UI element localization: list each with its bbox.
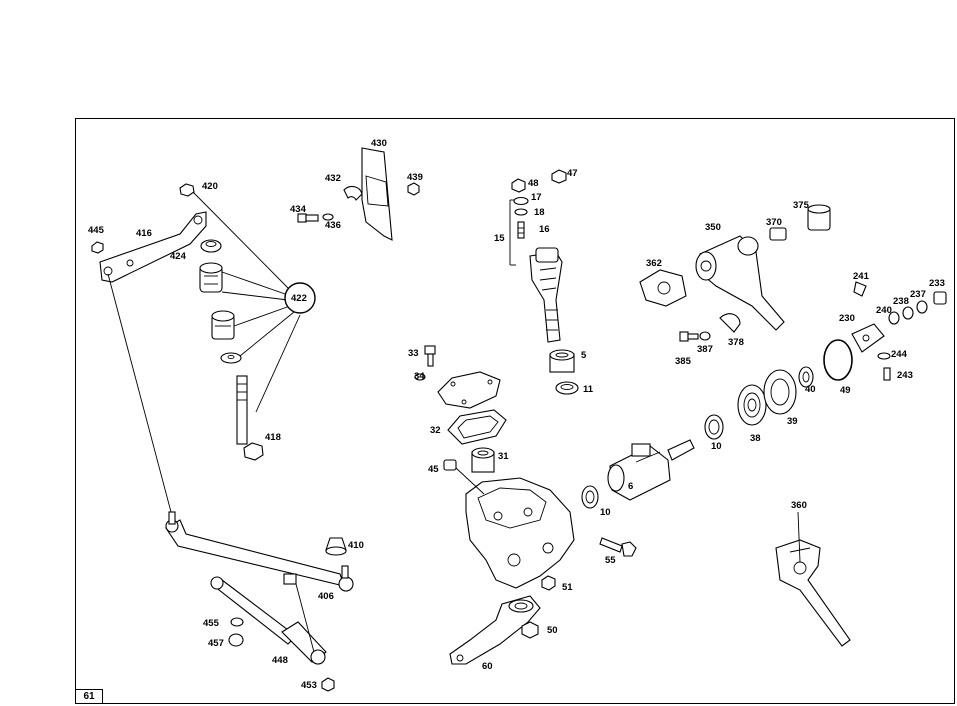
part-label-387: 387: [697, 344, 713, 355]
part-label-448: 448: [272, 655, 288, 666]
diagram-frame: [75, 118, 955, 704]
part-label-375: 375: [793, 200, 810, 211]
part-label-240: 240: [876, 305, 892, 316]
part-label-378: 378: [728, 337, 744, 348]
part-labels: 420 445 416 424 422 418 430 432 439 434 436 48 47 17 1…: [88, 138, 945, 691]
part-label-38: 38: [750, 433, 761, 444]
part-label-49: 49: [840, 385, 851, 396]
idler-arm-group: [91, 183, 316, 513]
part-label-34: 34: [414, 371, 425, 382]
part-label-18: 18: [534, 207, 545, 218]
part-label-31: 31: [498, 451, 509, 462]
part-label-50: 50: [547, 625, 558, 636]
part-label-10-b: 10: [711, 441, 722, 452]
part-label-48: 48: [528, 178, 539, 189]
part-label-457: 457: [208, 638, 224, 649]
part-label-10: 10: [600, 507, 611, 518]
part-label-238: 238: [893, 296, 909, 307]
part-label-420: 420: [202, 181, 218, 192]
part-label-424: 424: [170, 251, 187, 262]
part-label-243: 243: [897, 370, 913, 381]
part-label-45: 45: [428, 464, 439, 475]
part-label-230: 230: [839, 313, 855, 324]
part-label-453: 453: [301, 680, 317, 691]
part-label-51: 51: [562, 582, 573, 593]
part-label-360: 360: [791, 500, 807, 511]
part-label-16: 16: [539, 224, 550, 235]
part-label-5: 5: [581, 350, 587, 361]
part-label-455: 455: [203, 618, 220, 629]
part-label-416: 416: [136, 228, 152, 239]
part-label-241: 241: [853, 271, 870, 282]
part-label-32: 32: [430, 425, 441, 436]
part-label-434: 434: [290, 204, 307, 215]
sector-shaft-group: [509, 169, 579, 395]
part-label-439: 439: [407, 172, 423, 183]
part-label-436: 436: [325, 220, 341, 231]
part-label-60: 60: [482, 661, 493, 672]
part-label-233: 233: [929, 278, 945, 289]
control-valve-group: [581, 339, 853, 509]
part-label-33: 33: [408, 348, 419, 359]
part-label-432: 432: [325, 173, 341, 184]
tie-rod-group: [165, 511, 354, 692]
part-label-47: 47: [567, 168, 578, 179]
part-label-418: 418: [265, 432, 281, 443]
part-label-370: 370: [766, 217, 782, 228]
fitting-group: [851, 281, 947, 381]
page-number: 61: [75, 689, 103, 704]
part-label-362: 362: [646, 258, 662, 269]
steering-column-group: [775, 511, 851, 647]
part-label-406: 406: [318, 591, 334, 602]
part-label-244: 244: [891, 349, 908, 360]
part-label-237: 237: [910, 289, 926, 300]
part-label-15: 15: [494, 233, 505, 244]
part-label-11: 11: [583, 384, 594, 395]
part-label-39: 39: [787, 416, 798, 427]
part-label-430: 430: [371, 138, 387, 149]
steering-box-group: [414, 345, 637, 665]
part-label-40: 40: [805, 384, 816, 395]
part-label-410: 410: [348, 540, 364, 551]
pump-group: [639, 204, 831, 342]
bracket-group: [297, 147, 420, 241]
part-label-445: 445: [88, 225, 105, 236]
part-label-6: 6: [628, 481, 633, 492]
part-label-55: 55: [605, 555, 616, 566]
part-label-350: 350: [705, 222, 721, 233]
part-label-385: 385: [675, 356, 692, 367]
part-label-422: 422: [291, 293, 307, 304]
part-label-17: 17: [531, 192, 542, 203]
